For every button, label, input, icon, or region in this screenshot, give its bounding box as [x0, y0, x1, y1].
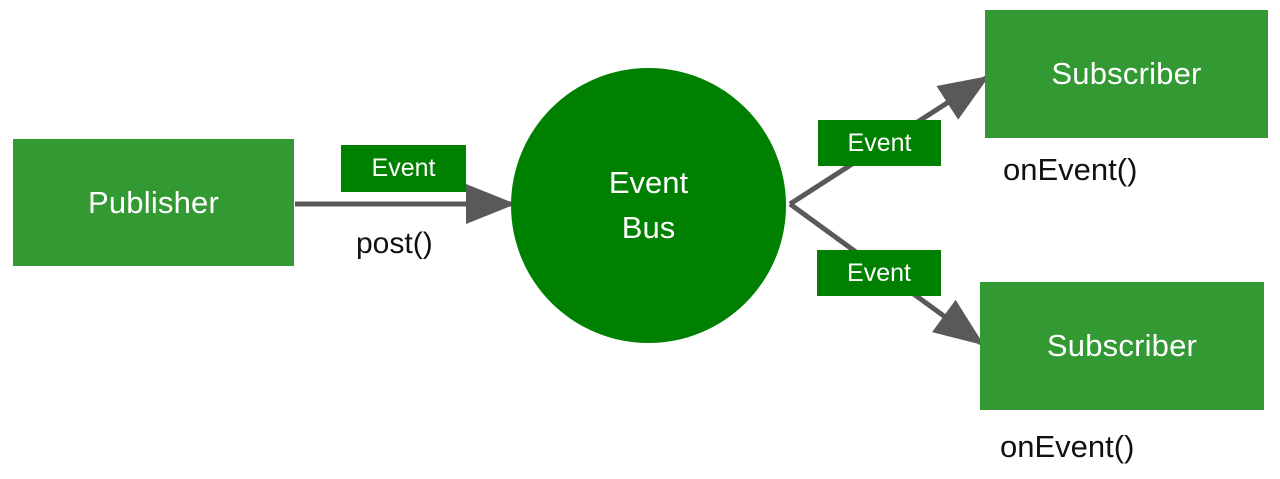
- node-subscriber-bottom-label: Subscriber: [1046, 328, 1198, 363]
- caption-on-event-bottom: onEvent(): [1000, 429, 1135, 464]
- edge-label-post: post(): [356, 227, 433, 260]
- node-event-bus-label-line2: Bus: [621, 209, 676, 245]
- node-publisher[interactable]: Publisher: [13, 139, 294, 266]
- node-subscriber-bottom[interactable]: Subscriber: [980, 282, 1264, 410]
- event-chip-deliver-top[interactable]: Event: [818, 120, 941, 166]
- node-event-bus-label-line1: Event: [608, 164, 689, 200]
- caption-on-event-top: onEvent(): [1003, 152, 1138, 187]
- event-chip-deliver-top-label: Event: [847, 128, 912, 157]
- event-chip-deliver-bottom[interactable]: Event: [817, 250, 941, 296]
- node-event-bus[interactable]: Event Bus: [511, 68, 786, 343]
- node-subscriber-top[interactable]: Subscriber: [985, 10, 1268, 138]
- event-chip-deliver-bottom-label: Event: [847, 258, 911, 287]
- event-chip-post[interactable]: Event: [341, 145, 466, 192]
- node-subscriber-top-label: Subscriber: [1051, 56, 1202, 91]
- event-chip-post-label: Event: [371, 154, 436, 182]
- node-publisher-label: Publisher: [87, 184, 220, 220]
